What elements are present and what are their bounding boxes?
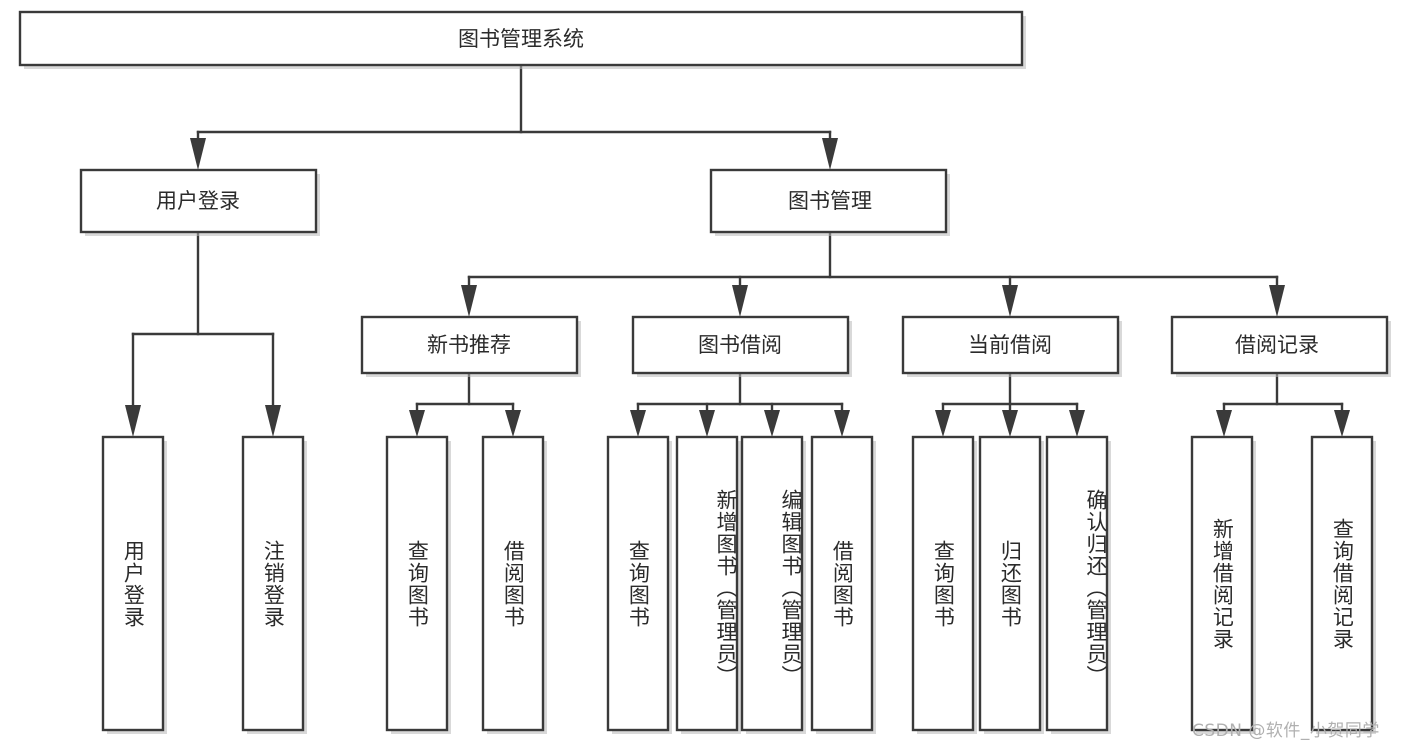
connector-group-user-login bbox=[125, 230, 281, 437]
node-borrow-record-label: 借阅记录 bbox=[1235, 333, 1319, 357]
arrow-borrow-leaf-4 bbox=[834, 410, 850, 437]
arrow-current-leaf-3 bbox=[1069, 410, 1085, 437]
node-current-borrow-box[interactable] bbox=[901, 315, 1120, 375]
arrow-record-leaf-2 bbox=[1334, 410, 1350, 437]
node-user-login[interactable]: 用户登录 bbox=[79, 168, 320, 236]
node-book-management[interactable]: 图书管理 bbox=[709, 168, 950, 236]
leaf-record-1-box[interactable] bbox=[1190, 435, 1254, 732]
leaf-new-book-2[interactable] bbox=[481, 435, 547, 734]
leaf-record-1[interactable] bbox=[1190, 435, 1256, 734]
arrow-user-login-leaf-2 bbox=[265, 405, 281, 437]
arrow-current-leaf-1 bbox=[935, 410, 951, 437]
leaf-record-2-box[interactable] bbox=[1310, 435, 1374, 732]
node-book-borrow-label: 图书借阅 bbox=[698, 333, 782, 357]
node-new-book-recommend-label: 新书推荐 bbox=[427, 333, 511, 357]
connector-group-new-book bbox=[409, 371, 521, 437]
leaf-borrow-2-box[interactable] bbox=[675, 435, 739, 732]
connector-group-root bbox=[190, 63, 838, 170]
connector-group-borrow bbox=[630, 371, 850, 437]
node-borrow-record[interactable]: 借阅记录 bbox=[1170, 315, 1391, 377]
arrow-record-leaf-1 bbox=[1216, 410, 1232, 437]
node-book-borrow[interactable]: 图书借阅 bbox=[631, 315, 852, 377]
leaf-new-book-2-box[interactable] bbox=[481, 435, 545, 732]
node-book-borrow-box[interactable] bbox=[631, 315, 850, 375]
leaf-user-login-2[interactable] bbox=[241, 435, 307, 734]
arrow-book-mgmt-to-record bbox=[1269, 285, 1285, 317]
node-root-label: 图书管理系统 bbox=[458, 27, 584, 51]
arrow-new-book-leaf-1 bbox=[409, 410, 425, 437]
arrow-borrow-leaf-2 bbox=[699, 410, 715, 437]
leaf-user-login-1[interactable] bbox=[101, 435, 167, 734]
arrow-borrow-leaf-1 bbox=[630, 410, 646, 437]
node-root-box[interactable] bbox=[18, 10, 1024, 67]
node-user-login-label: 用户登录 bbox=[156, 189, 240, 213]
connector-group-record bbox=[1216, 371, 1350, 437]
node-current-borrow-label: 当前借阅 bbox=[968, 333, 1052, 357]
leaf-borrow-1-box[interactable] bbox=[606, 435, 670, 732]
node-new-book-recommend-box[interactable] bbox=[360, 315, 579, 375]
leaf-borrow-4-box[interactable] bbox=[810, 435, 874, 732]
arrow-root-to-book-mgmt bbox=[822, 138, 838, 170]
leaf-current-2-box[interactable] bbox=[978, 435, 1042, 732]
connector-group-current bbox=[935, 371, 1085, 437]
leaf-user-login-2-box[interactable] bbox=[241, 435, 305, 732]
node-current-borrow[interactable]: 当前借阅 bbox=[901, 315, 1122, 377]
node-root[interactable]: 图书管理系统 bbox=[18, 10, 1026, 69]
leaf-borrow-3[interactable] bbox=[740, 435, 806, 734]
arrow-root-to-user-login bbox=[190, 138, 206, 170]
leaf-user-login-1-box[interactable] bbox=[101, 435, 165, 732]
leaf-new-book-1-box[interactable] bbox=[385, 435, 449, 732]
leaf-borrow-1[interactable] bbox=[606, 435, 672, 734]
node-book-management-box[interactable] bbox=[709, 168, 948, 234]
arrow-book-mgmt-to-borrow bbox=[732, 285, 748, 317]
arrow-book-mgmt-to-new-book bbox=[461, 285, 477, 317]
arrow-book-mgmt-to-current bbox=[1002, 285, 1018, 317]
arrow-user-login-leaf-1 bbox=[125, 405, 141, 437]
leaf-new-book-1[interactable] bbox=[385, 435, 451, 734]
leaf-current-1-box[interactable] bbox=[911, 435, 975, 732]
leaf-current-3[interactable] bbox=[1045, 435, 1111, 734]
leaf-current-1[interactable] bbox=[911, 435, 977, 734]
connector-group-book-mgmt bbox=[461, 230, 1285, 317]
leaf-borrow-3-box[interactable] bbox=[740, 435, 804, 732]
node-borrow-record-box[interactable] bbox=[1170, 315, 1389, 375]
node-book-management-label: 图书管理 bbox=[788, 189, 872, 213]
watermark-text: CSDN @软件_小贺同学 bbox=[1192, 721, 1380, 741]
arrow-new-book-leaf-2 bbox=[505, 410, 521, 437]
leaf-borrow-4[interactable] bbox=[810, 435, 876, 734]
leaf-record-2[interactable] bbox=[1310, 435, 1376, 734]
node-new-book-recommend[interactable]: 新书推荐 bbox=[360, 315, 581, 377]
arrow-current-leaf-2 bbox=[1002, 410, 1018, 437]
arrow-borrow-leaf-3 bbox=[764, 410, 780, 437]
node-user-login-box[interactable] bbox=[79, 168, 318, 234]
leaf-borrow-2[interactable] bbox=[675, 435, 741, 734]
leaf-current-3-box[interactable] bbox=[1045, 435, 1109, 732]
leaf-current-2[interactable] bbox=[978, 435, 1044, 734]
